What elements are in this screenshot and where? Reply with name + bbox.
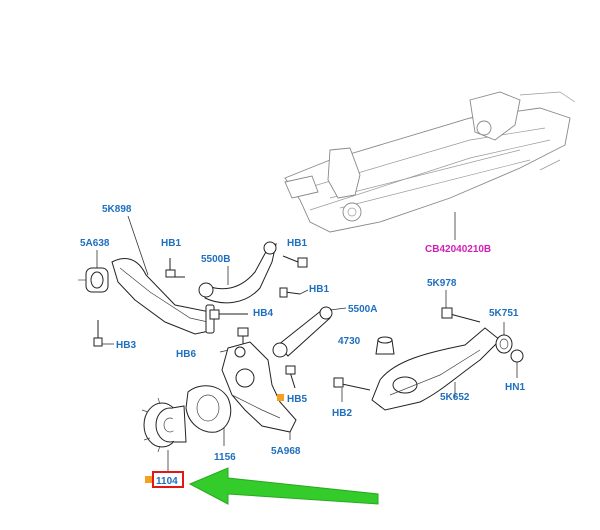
label-frame: CB42040210B	[425, 244, 491, 255]
label-1156: 1156	[214, 452, 236, 463]
arm-5500a	[272, 306, 347, 358]
label-hb4: HB4	[253, 308, 273, 319]
highlight-box-1104	[152, 471, 184, 488]
label-5500b: 5500B	[201, 254, 230, 265]
label-hb6: HB6	[176, 349, 196, 360]
label-4730: 4730	[338, 336, 361, 347]
label-hb1-middle: HB1	[309, 284, 329, 295]
bolt-hb2	[333, 377, 371, 402]
label-hb5: HB5	[287, 394, 307, 405]
label-hb1-right: HB1	[287, 238, 307, 249]
label-hn1: HN1	[505, 382, 525, 393]
green-arrow-pointer	[188, 467, 379, 505]
nut-hn1	[510, 349, 524, 378]
label-5a968: 5A968	[271, 446, 301, 457]
label-5500a: 5500A	[348, 304, 377, 315]
bolt-hb1-middle	[279, 287, 309, 298]
hub-1104	[141, 397, 187, 473]
label-5k898: 5K898	[102, 204, 132, 215]
bolt-hb1-right	[282, 255, 308, 268]
label-hb1-left: HB1	[161, 238, 181, 249]
label-5k652: 5K652	[440, 392, 470, 403]
bushing-5k751	[495, 322, 513, 354]
lower-arm-5k898	[111, 215, 215, 335]
bolt-hb3	[93, 320, 114, 347]
bolt-hb1-left	[165, 258, 185, 278]
label-1104: 1104	[156, 476, 178, 487]
bump-stop-4730	[375, 336, 395, 355]
lower-arm-5k652	[371, 327, 501, 411]
bushing-5a638	[78, 250, 109, 293]
label-hb2: HB2	[332, 408, 352, 419]
bolt-hb5	[285, 365, 296, 389]
bolt-5k978	[441, 290, 481, 323]
label-5k978: 5K978	[427, 278, 457, 289]
marker-hb5	[277, 394, 284, 401]
bolt-hb4	[209, 309, 248, 320]
knuckle-5a968	[221, 341, 297, 440]
label-5k751: 5K751	[489, 308, 519, 319]
backing-plate-1156	[185, 385, 232, 446]
marker-1104	[145, 476, 152, 483]
label-hb3: HB3	[116, 340, 136, 351]
upper-arm-5500b	[198, 241, 277, 304]
rear-subframe	[284, 91, 576, 240]
label-5a638: 5A638	[80, 238, 110, 249]
